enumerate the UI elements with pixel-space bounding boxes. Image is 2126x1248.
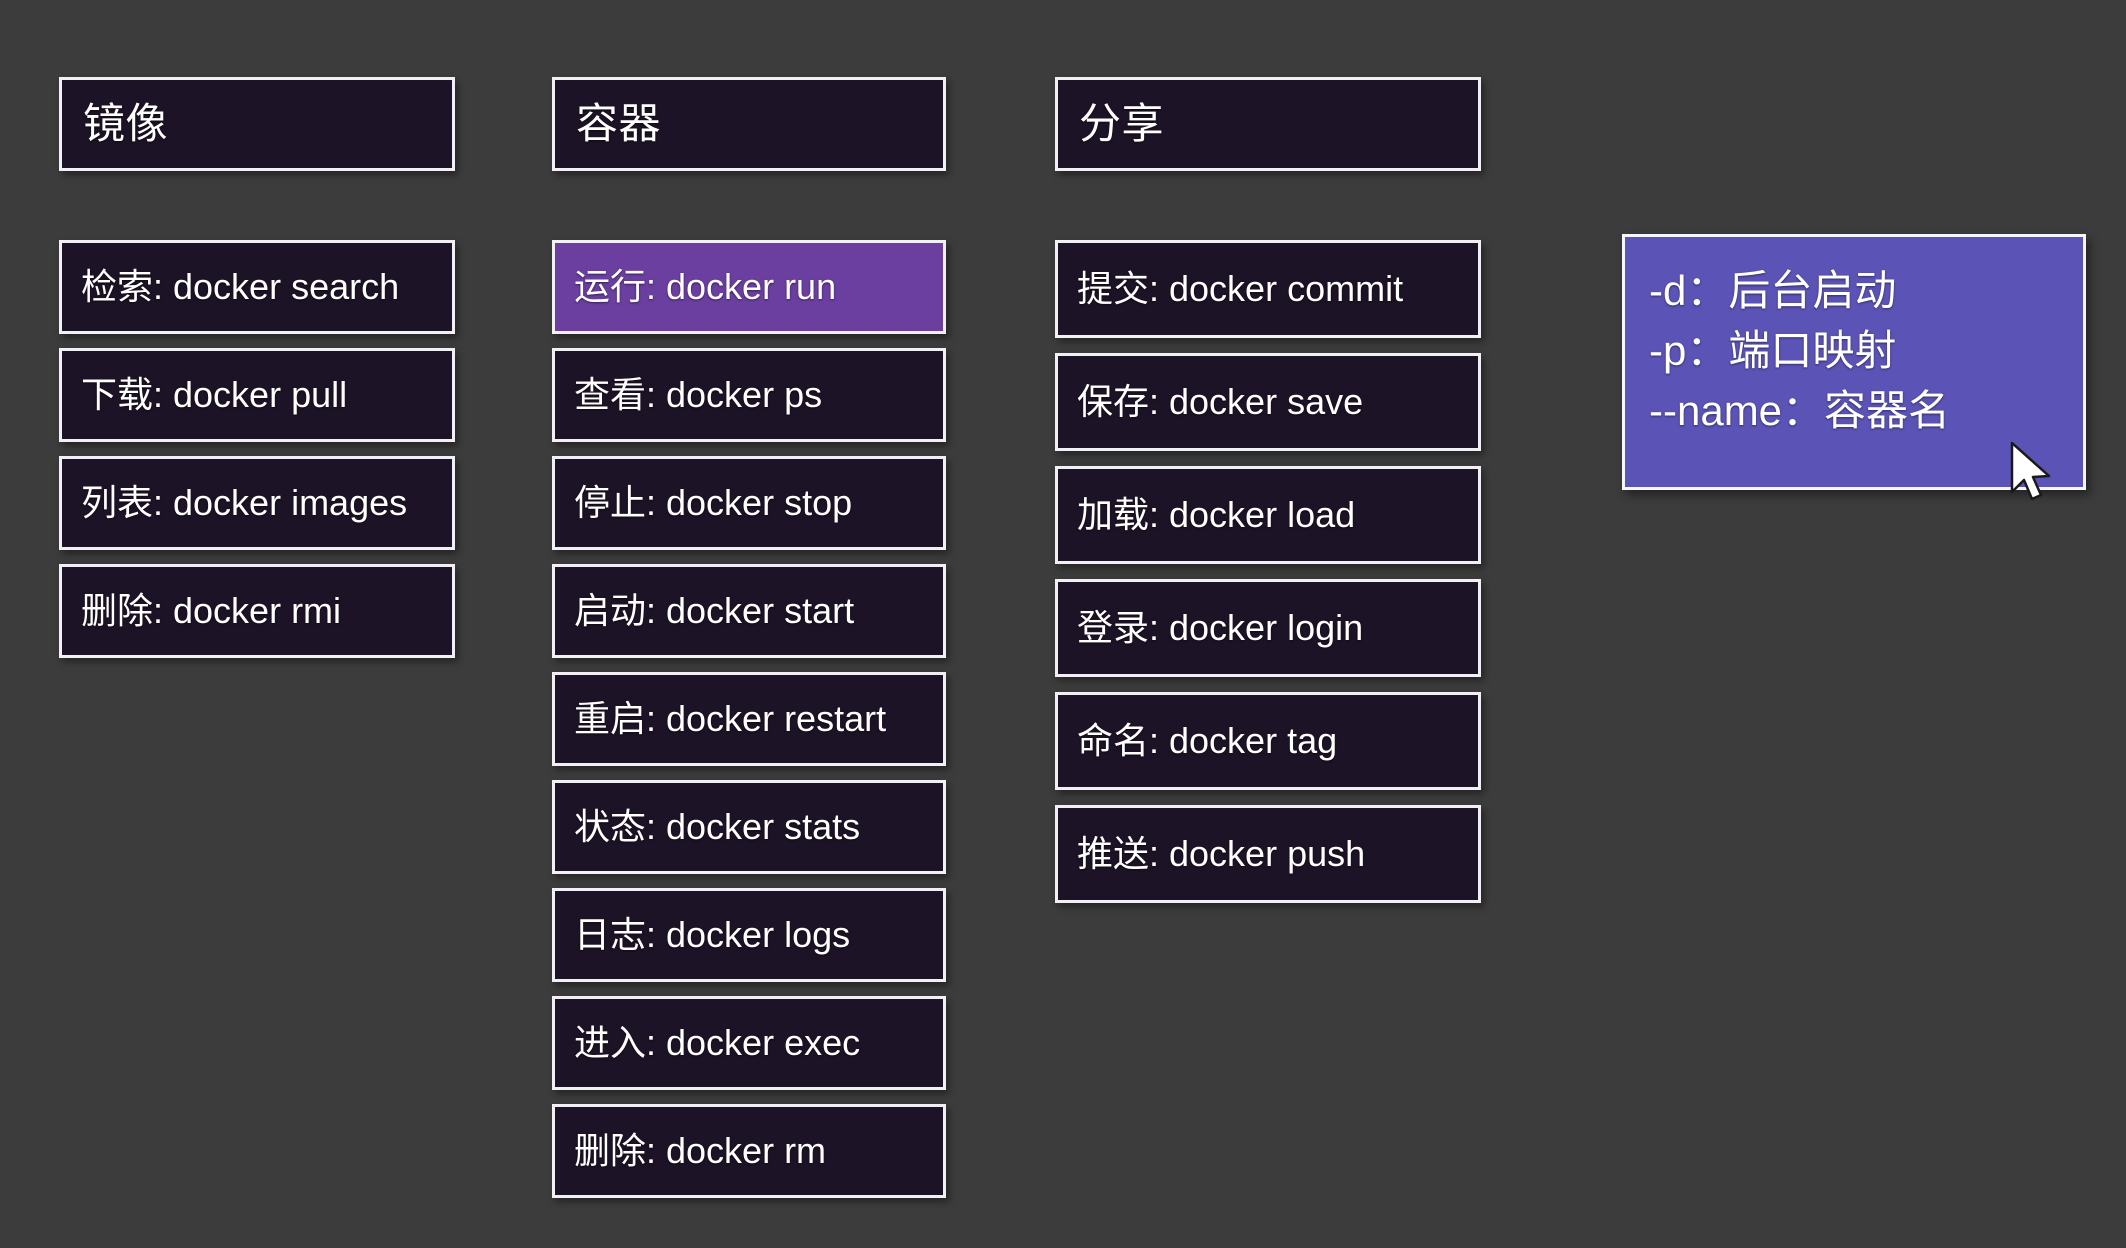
item-command: docker start <box>666 590 855 631</box>
list-item[interactable]: 日志: docker logs <box>552 888 946 982</box>
item-command: docker logs <box>666 914 851 955</box>
item-label: 停止: <box>574 482 657 523</box>
tooltip-line: -p：端口映射 <box>1649 321 2083 381</box>
item-command: docker commit <box>1169 268 1404 309</box>
item-label: 登录: <box>1077 607 1160 648</box>
tooltip-description: 端口映射 <box>1728 327 1897 374</box>
tooltip-option: -d： <box>1649 267 1729 314</box>
item-command: docker load <box>1169 494 1356 535</box>
list-item[interactable]: 登录: docker login <box>1055 579 1481 677</box>
list-item[interactable]: 停止: docker stop <box>552 456 946 550</box>
run-options-tooltip: -d：后台启动 -p：端口映射 --name：容器名 <box>1622 234 2086 490</box>
tooltip-option: --name： <box>1649 387 1825 434</box>
item-label: 保存: <box>1077 381 1160 422</box>
item-label: 命名: <box>1077 720 1160 761</box>
column-items-images: 检索: docker search 下载: docker pull 列表: do… <box>59 240 455 672</box>
item-command: docker stats <box>666 806 861 847</box>
item-label: 状态: <box>574 806 657 847</box>
list-item[interactable]: 启动: docker start <box>552 564 946 658</box>
item-command: docker restart <box>666 698 887 739</box>
item-label: 日志: <box>574 914 657 955</box>
item-command: docker pull <box>173 374 348 415</box>
item-command: docker save <box>1169 381 1364 422</box>
list-item[interactable]: 检索: docker search <box>59 240 455 334</box>
item-command: docker stop <box>666 482 853 523</box>
list-item[interactable]: 重启: docker restart <box>552 672 946 766</box>
list-item[interactable]: 状态: docker stats <box>552 780 946 874</box>
item-label: 推送: <box>1077 833 1160 874</box>
item-command: docker tag <box>1169 720 1338 761</box>
item-label: 列表: <box>81 482 164 523</box>
list-item[interactable]: 命名: docker tag <box>1055 692 1481 790</box>
item-label: 删除: <box>81 590 164 631</box>
list-item[interactable]: 加载: docker load <box>1055 466 1481 564</box>
column-items-containers: 运行: docker run 查看: docker ps 停止: docker … <box>552 240 946 1212</box>
list-item[interactable]: 删除: docker rmi <box>59 564 455 658</box>
item-command: docker ps <box>666 374 823 415</box>
list-item[interactable]: 推送: docker push <box>1055 805 1481 903</box>
tooltip-description: 后台启动 <box>1728 267 1897 314</box>
item-label: 查看: <box>574 374 657 415</box>
column-items-share: 提交: docker commit 保存: docker save 加载: do… <box>1055 240 1481 918</box>
item-command: docker login <box>1169 607 1364 648</box>
item-label: 检索: <box>81 266 164 307</box>
item-label: 启动: <box>574 590 657 631</box>
item-command: docker rmi <box>173 590 342 631</box>
list-item[interactable]: 提交: docker commit <box>1055 240 1481 338</box>
column-title: 镜像 <box>83 100 169 147</box>
column-title: 分享 <box>1079 100 1165 147</box>
item-label: 加载: <box>1077 494 1160 535</box>
tooltip-description: 容器名 <box>1824 387 1951 434</box>
item-command: docker exec <box>666 1022 861 1063</box>
item-command: docker search <box>173 266 400 307</box>
item-label: 下载: <box>81 374 164 415</box>
list-item[interactable]: 列表: docker images <box>59 456 455 550</box>
item-label: 提交: <box>1077 268 1160 309</box>
list-item-highlighted[interactable]: 运行: docker run <box>552 240 946 334</box>
list-item[interactable]: 下载: docker pull <box>59 348 455 442</box>
list-item[interactable]: 保存: docker save <box>1055 353 1481 451</box>
list-item[interactable]: 查看: docker ps <box>552 348 946 442</box>
list-item[interactable]: 进入: docker exec <box>552 996 946 1090</box>
tooltip-line: --name：容器名 <box>1649 381 2083 441</box>
column-header-share: 分享 <box>1055 77 1481 171</box>
item-label: 进入: <box>574 1022 657 1063</box>
item-command: docker run <box>666 266 837 307</box>
item-label: 重启: <box>574 698 657 739</box>
tooltip-option: -p： <box>1649 327 1729 374</box>
item-label: 删除: <box>574 1130 657 1171</box>
column-header-containers: 容器 <box>552 77 946 171</box>
column-title: 容器 <box>576 100 662 147</box>
item-command: docker push <box>1169 833 1366 874</box>
item-command: docker rm <box>666 1130 827 1171</box>
list-item[interactable]: 删除: docker rm <box>552 1104 946 1198</box>
item-label: 运行: <box>574 266 657 307</box>
column-header-images: 镜像 <box>59 77 455 171</box>
tooltip-line: -d：后台启动 <box>1649 261 2083 321</box>
item-command: docker images <box>173 482 408 523</box>
